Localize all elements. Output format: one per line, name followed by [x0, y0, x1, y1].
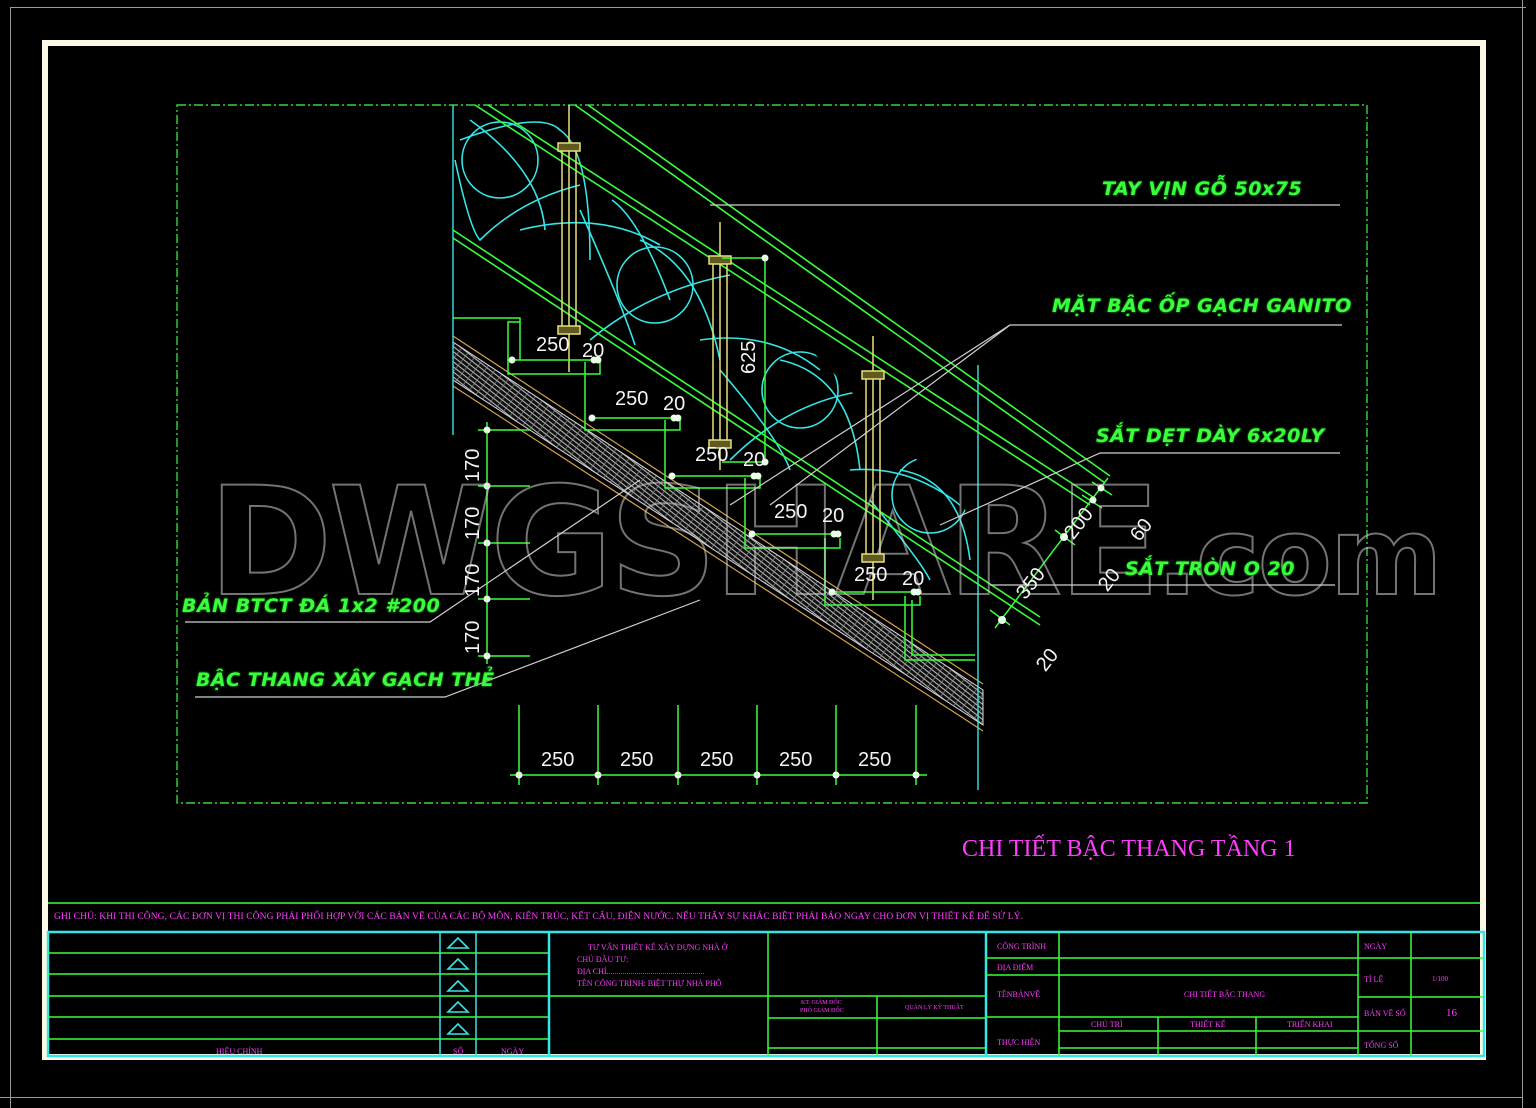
total-label: TỔNG SỐ — [1364, 1041, 1399, 1050]
drawing-name-value: CHI TIẾT BẬC THANG — [1184, 990, 1266, 999]
company-name: TƯ VẤN THIẾT KẾ XÂY DỰNG NHÀ Ở — [588, 943, 728, 952]
watermark: DWGSHARE.com — [207, 456, 1443, 630]
step-profiles — [453, 255, 975, 661]
revision-triangles — [446, 936, 470, 1035]
dim-tread-1: 250 — [536, 334, 570, 356]
director-line1: KT. GIÁM ĐỐC — [801, 1000, 842, 1006]
dim-width-2: 250 — [620, 749, 654, 771]
dim-tread-3: 250 — [695, 444, 729, 466]
location-label: ĐỊA ĐIỂM — [997, 963, 1034, 972]
address-label: ĐỊA CHỈ.................................… — [577, 967, 705, 976]
project-label: CÔNG TRÌNH — [997, 942, 1046, 951]
viewport-border-right — [1522, 0, 1523, 1108]
scale-value: 1/100 — [1432, 975, 1448, 983]
dim-nosing-5: 20 — [902, 568, 925, 590]
general-note: GHI CHÚ: KHI THI CÔNG, CÁC ĐƠN VỊ THI CÔ… — [54, 912, 1024, 922]
label-handrail: TAY VỊN GỖ 50x75 — [1102, 178, 1303, 200]
leader-lines — [185, 204, 1342, 698]
sheet-no-label: BẢN VẼ SỐ — [1364, 1009, 1406, 1018]
viewport-border-top — [10, 7, 1526, 8]
scale-label: TỈ LỆ — [1364, 975, 1384, 984]
dim-nosing-3: 20 — [743, 449, 766, 471]
dim-tread-4: 250 — [774, 501, 808, 523]
dim-nosing-2: 20 — [663, 393, 686, 415]
director-line2: PHÓ GIÁM ĐỐC — [800, 1008, 844, 1014]
dim-tread-2: 250 — [615, 388, 649, 410]
develop-label: TRIỂN KHAI — [1287, 1020, 1333, 1029]
dim-width-3: 250 — [700, 749, 734, 771]
design-label: THIẾT KẾ — [1190, 1020, 1226, 1029]
label-brick-step: BẬC THANG XÂY GẠCH THẺ — [196, 669, 495, 691]
rev-col-date: NGÀY — [501, 1047, 525, 1056]
project-name: TÊN CÔNG TRÌNH: BIỆT THỰ NHÀ PHỐ — [577, 979, 722, 988]
dim-nosing-4: 20 — [822, 505, 845, 527]
dim-tread-5: 250 — [854, 564, 888, 586]
label-tread-finish: MẶT BẬC ỐP GẠCH GANITO — [1052, 295, 1352, 317]
technical-manager: QUẢN LÝ KỸ THUẬT — [905, 1005, 964, 1011]
viewport-border-left — [10, 7, 11, 1108]
viewport-border-bottom — [0, 1097, 1522, 1098]
dim-width-5: 250 — [858, 749, 892, 771]
detail-viewport-frame — [176, 104, 1368, 804]
sheet-no-value: 16 — [1446, 1007, 1457, 1019]
handrail-lines — [452, 104, 1111, 626]
dim-width-1: 250 — [541, 749, 575, 771]
label-concrete-slab: BẢN BTCT ĐÁ 1x2 #200 — [182, 595, 441, 617]
drawing-title: CHI TIẾT BẬC THANG TẦNG 1 — [962, 836, 1296, 862]
dimension-nodes — [508, 254, 922, 596]
dim-nosing-1: 20 — [582, 340, 605, 362]
drawing-name-label: TÊNBẢNVẼ — [997, 990, 1041, 999]
owner-label: CHỦ ĐẦU TƯ: — [577, 955, 629, 964]
baluster-posts — [557, 105, 885, 600]
rev-col-revision: HIỆU CHỈNH — [216, 1047, 263, 1056]
label-round-iron: SẮT TRÒN O 20 — [1125, 558, 1295, 580]
date-label: NGÀY — [1364, 942, 1388, 951]
dim-width-4: 250 — [779, 749, 813, 771]
rev-col-number: SỐ — [453, 1047, 464, 1056]
execution-label: THỰC HIỆN — [997, 1038, 1041, 1047]
lead-label: CHỦ TRÌ — [1091, 1020, 1123, 1029]
label-flat-iron: SẮT DẸT DÀY 6x20LY — [1096, 425, 1325, 447]
